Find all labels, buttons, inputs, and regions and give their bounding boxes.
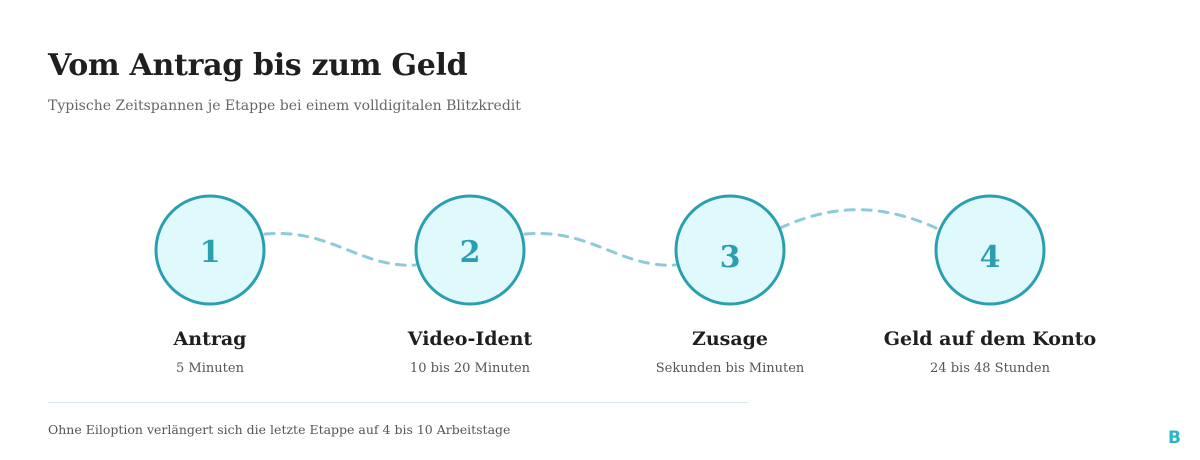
step-1-number: 1 xyxy=(200,235,221,270)
step-1-marker: 1 xyxy=(154,194,266,306)
step-3-duration: Sekunden bis Minuten xyxy=(655,361,805,376)
brand-logo: B xyxy=(1168,428,1181,448)
footnote-divider xyxy=(48,402,748,403)
step-2-number: 2 xyxy=(460,235,481,270)
step-2-duration: 10 bis 20 Minuten xyxy=(409,361,531,376)
footnote: Ohne Eiloption verlängert sich die letzt… xyxy=(48,422,511,437)
step-4-duration: 24 bis 48 Stunden xyxy=(930,361,1050,376)
connector-3-4 xyxy=(778,208,938,230)
step-3-number: 3 xyxy=(720,240,741,275)
step-4-label: Geld auf dem Konto xyxy=(883,328,1097,350)
step-2-marker: 2 xyxy=(414,194,526,306)
step-4-number: 4 xyxy=(980,240,1001,275)
step-1-label: Antrag xyxy=(173,328,247,350)
page-subtitle: Typische Zeitspannen je Etappe bei einem… xyxy=(48,98,521,114)
step-1-duration: 5 Minuten xyxy=(176,361,244,376)
step-3-marker: 3 xyxy=(674,194,786,306)
connector-2-3 xyxy=(523,231,677,267)
step-3-label: Zusage xyxy=(691,328,769,350)
step-2-label: Video-Ident xyxy=(407,328,533,350)
page-title: Vom Antrag bis zum Geld xyxy=(48,48,468,83)
step-4-marker: 4 xyxy=(934,194,1046,306)
connector-1-2 xyxy=(263,231,417,267)
